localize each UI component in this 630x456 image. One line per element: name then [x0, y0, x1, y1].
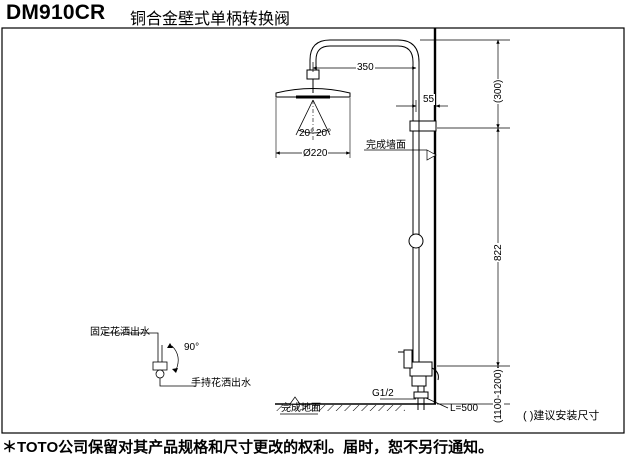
handle-angle-text: 90° [184, 342, 200, 353]
spray-angle-left: 20° [299, 128, 315, 139]
product-title: 铜合金壁式单柄转换阀 [130, 11, 291, 28]
floor-label-leader [280, 396, 318, 415]
spray-angle-right: 20° [316, 128, 332, 139]
install-note: ( )建议安装尺寸 [523, 410, 600, 422]
finished-wall-label: 完成墙面 [366, 140, 406, 151]
head-diameter-text: Ø220 [302, 148, 329, 159]
model-number: DM910CR [6, 1, 106, 24]
footer-notice: ＊TOTO公司保留对其产品规格和尺寸更改的权利。届时，恕不另行通知。 [2, 439, 494, 456]
floor-hatch [275, 405, 405, 411]
arm-length-text: 350 [356, 62, 375, 73]
top-height-text: (300) [493, 78, 504, 104]
wall-label-leader [364, 149, 437, 161]
drawing-frame [1, 27, 625, 434]
length-label: L=500 [450, 403, 479, 414]
handle-detail [104, 332, 196, 387]
wall-offset-text: 55 [422, 94, 436, 105]
length-leader [425, 397, 449, 409]
handheld-shower-outlet-label: 手持花洒出水 [191, 378, 251, 389]
mount-height-text: (1100-1200) [493, 368, 504, 424]
bar-height-text: 822 [493, 243, 504, 262]
fixed-shower-outlet-label: 固定花洒出水 [90, 327, 150, 338]
thread-label: G1/2 [372, 388, 394, 399]
wall-offset-dimension [396, 100, 448, 112]
finished-floor-label: 完成地面 [281, 403, 321, 414]
shower-head [275, 79, 351, 158]
